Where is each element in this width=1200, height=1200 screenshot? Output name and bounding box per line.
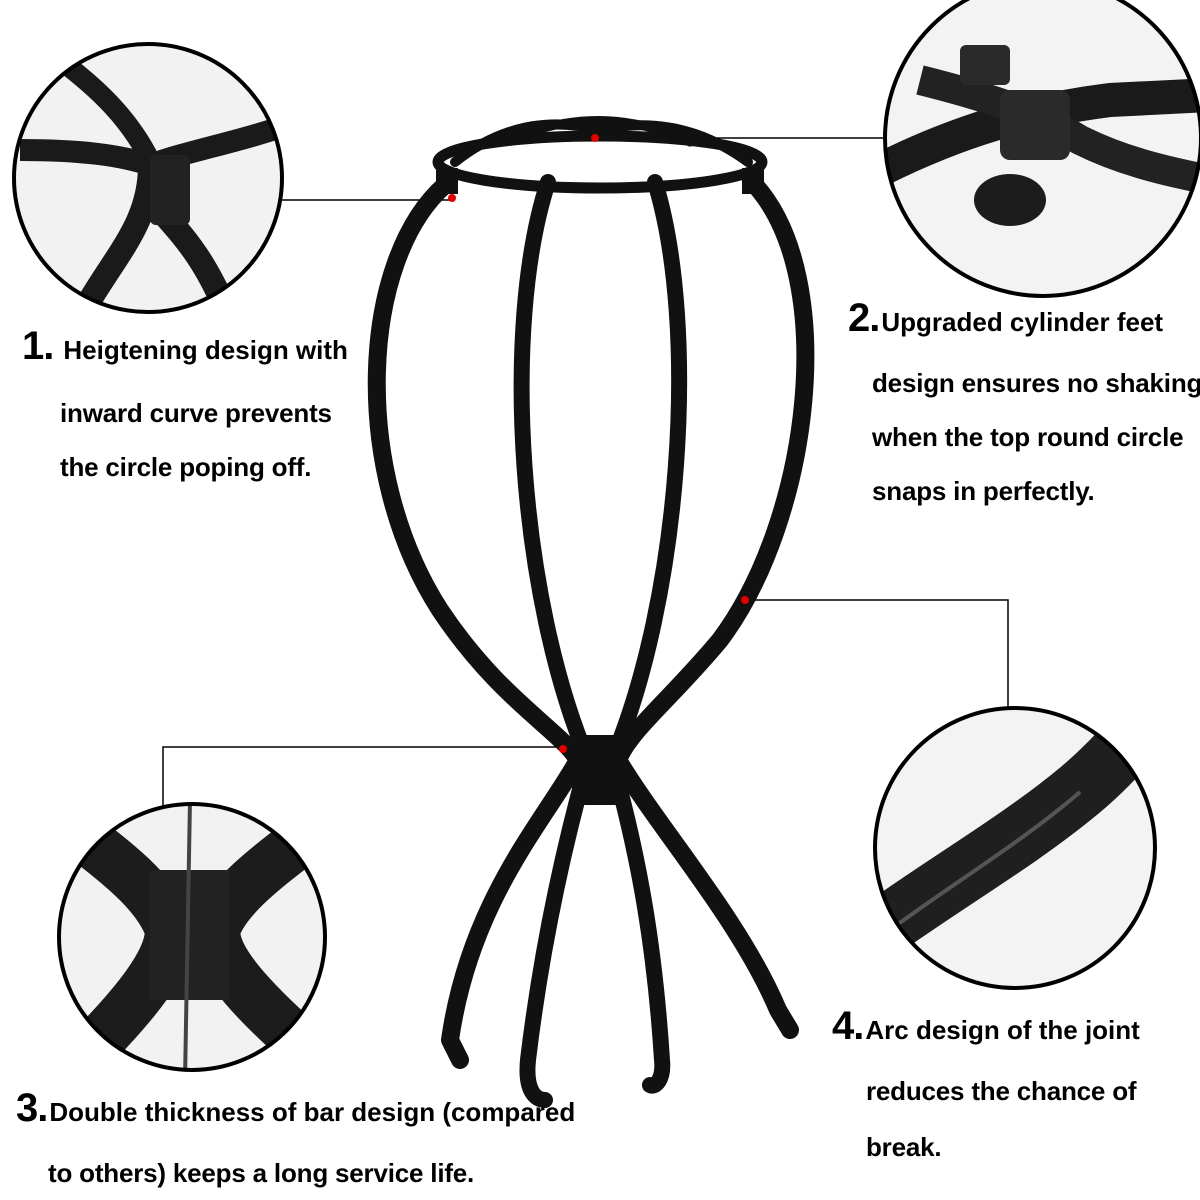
outer-right-bar [609,176,815,1039]
callout-circle-1 [12,42,284,314]
feature-4: 4. Arc design of the joint reduces the c… [832,1004,1140,1162]
callout-circle-4 [873,706,1157,990]
ring-tab-left [436,168,458,194]
wig-stand [367,116,815,1108]
marker-dot-2 [591,134,599,142]
outer-left-bar [367,176,587,1069]
feature-3: 3. Double thickness of bar design (compa… [16,1086,576,1188]
top-ring [432,130,768,194]
dome-arc-1 [450,119,753,167]
feature-2-number: 2. [848,296,880,340]
feature-1-number: 1. [22,324,54,368]
callout-circle-3 [57,802,327,1072]
marker-dot-3 [559,745,567,753]
feature-4-line-2: reduces the chance of [866,1076,1137,1106]
feature-2-line-2: design ensures no shaking [872,368,1200,398]
feature-4-line-3: break. [866,1132,942,1162]
feature-1: 1. Heigtening design with inward curve p… [22,324,348,482]
inner-left-bar [513,174,596,1108]
feature-2: 2. Upgraded cylinder feet design ensures… [848,296,1200,506]
markers [448,134,749,753]
heightening-joint-closeup [14,44,282,312]
feature-3-number: 3. [16,1086,48,1130]
marker-dot-1 [448,194,456,202]
double-thickness-closeup [59,804,325,1070]
cylinder-feet-closeup [885,0,1200,296]
feature-2-line-3: when the top round circle [872,422,1184,452]
feature-2-line-1: Upgraded cylinder feet [881,307,1164,337]
feature-2-line-4: snaps in perfectly. [872,476,1095,506]
feature-1-line-3: the circle poping off. [60,452,312,482]
ring-tab-right [742,168,764,194]
feature-3-line-1: Double thickness of bar design (compared [49,1097,576,1127]
feature-3-line-2: to others) keeps a long service life. [48,1158,475,1188]
feature-1-line-2: inward curve prevents [60,398,332,428]
leader-line-4 [745,599,1009,712]
feature-4-line-1: Arc design of the joint [865,1015,1140,1045]
inner-right-bar [604,174,688,1094]
feature-4-number: 4. [832,1004,864,1048]
dome-arc-2 [505,116,695,147]
center-joint [572,735,628,805]
feature-1-line-1: Heigtening design with [63,335,348,365]
arc-joint-closeup [875,708,1155,988]
callout-circle-2 [883,0,1200,298]
marker-dot-4 [741,596,749,604]
leader-line-3 [162,746,563,808]
